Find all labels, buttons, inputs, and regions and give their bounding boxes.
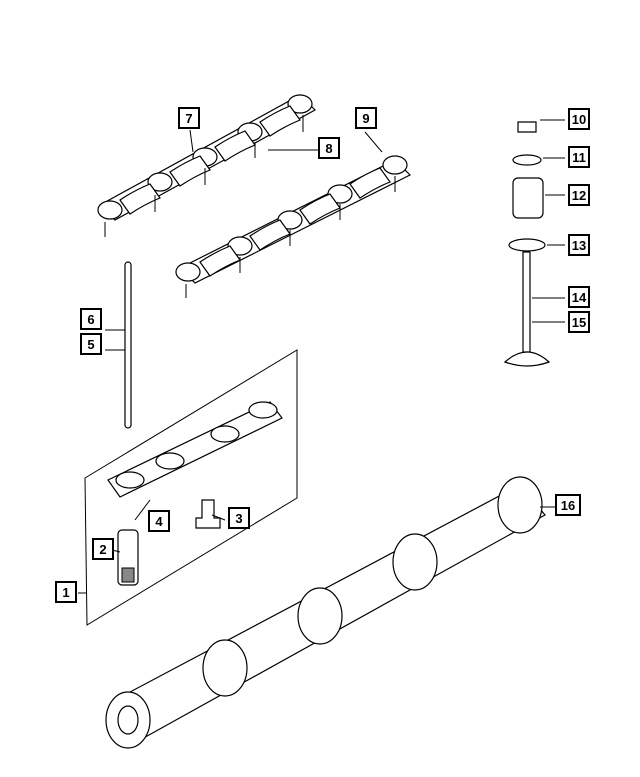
valve-components <box>503 121 551 367</box>
callout-8: 8 <box>318 137 340 159</box>
callout-9: 9 <box>355 107 377 129</box>
leader-lines <box>78 119 565 594</box>
callout-10: 10 <box>568 108 590 130</box>
callout-6: 6 <box>80 308 102 330</box>
callout-1: 1 <box>55 581 77 603</box>
callout-14: 14 <box>568 286 590 308</box>
camshaft <box>105 476 546 749</box>
callout-5: 5 <box>80 333 102 355</box>
push-rod <box>124 261 132 429</box>
callout-13: 13 <box>568 234 590 256</box>
callout-12: 12 <box>568 184 590 206</box>
callout-4: 4 <box>148 510 170 532</box>
callout-16: 16 <box>555 494 581 516</box>
callout-15: 15 <box>568 311 590 333</box>
lifter-guide-group <box>84 349 298 626</box>
callout-11: 11 <box>568 146 590 168</box>
callout-3: 3 <box>228 507 250 529</box>
rocker-arm-assembly-left <box>97 94 316 237</box>
callout-2: 2 <box>92 538 114 560</box>
callout-7: 7 <box>178 107 200 129</box>
rocker-arm-assembly-right <box>175 155 412 298</box>
